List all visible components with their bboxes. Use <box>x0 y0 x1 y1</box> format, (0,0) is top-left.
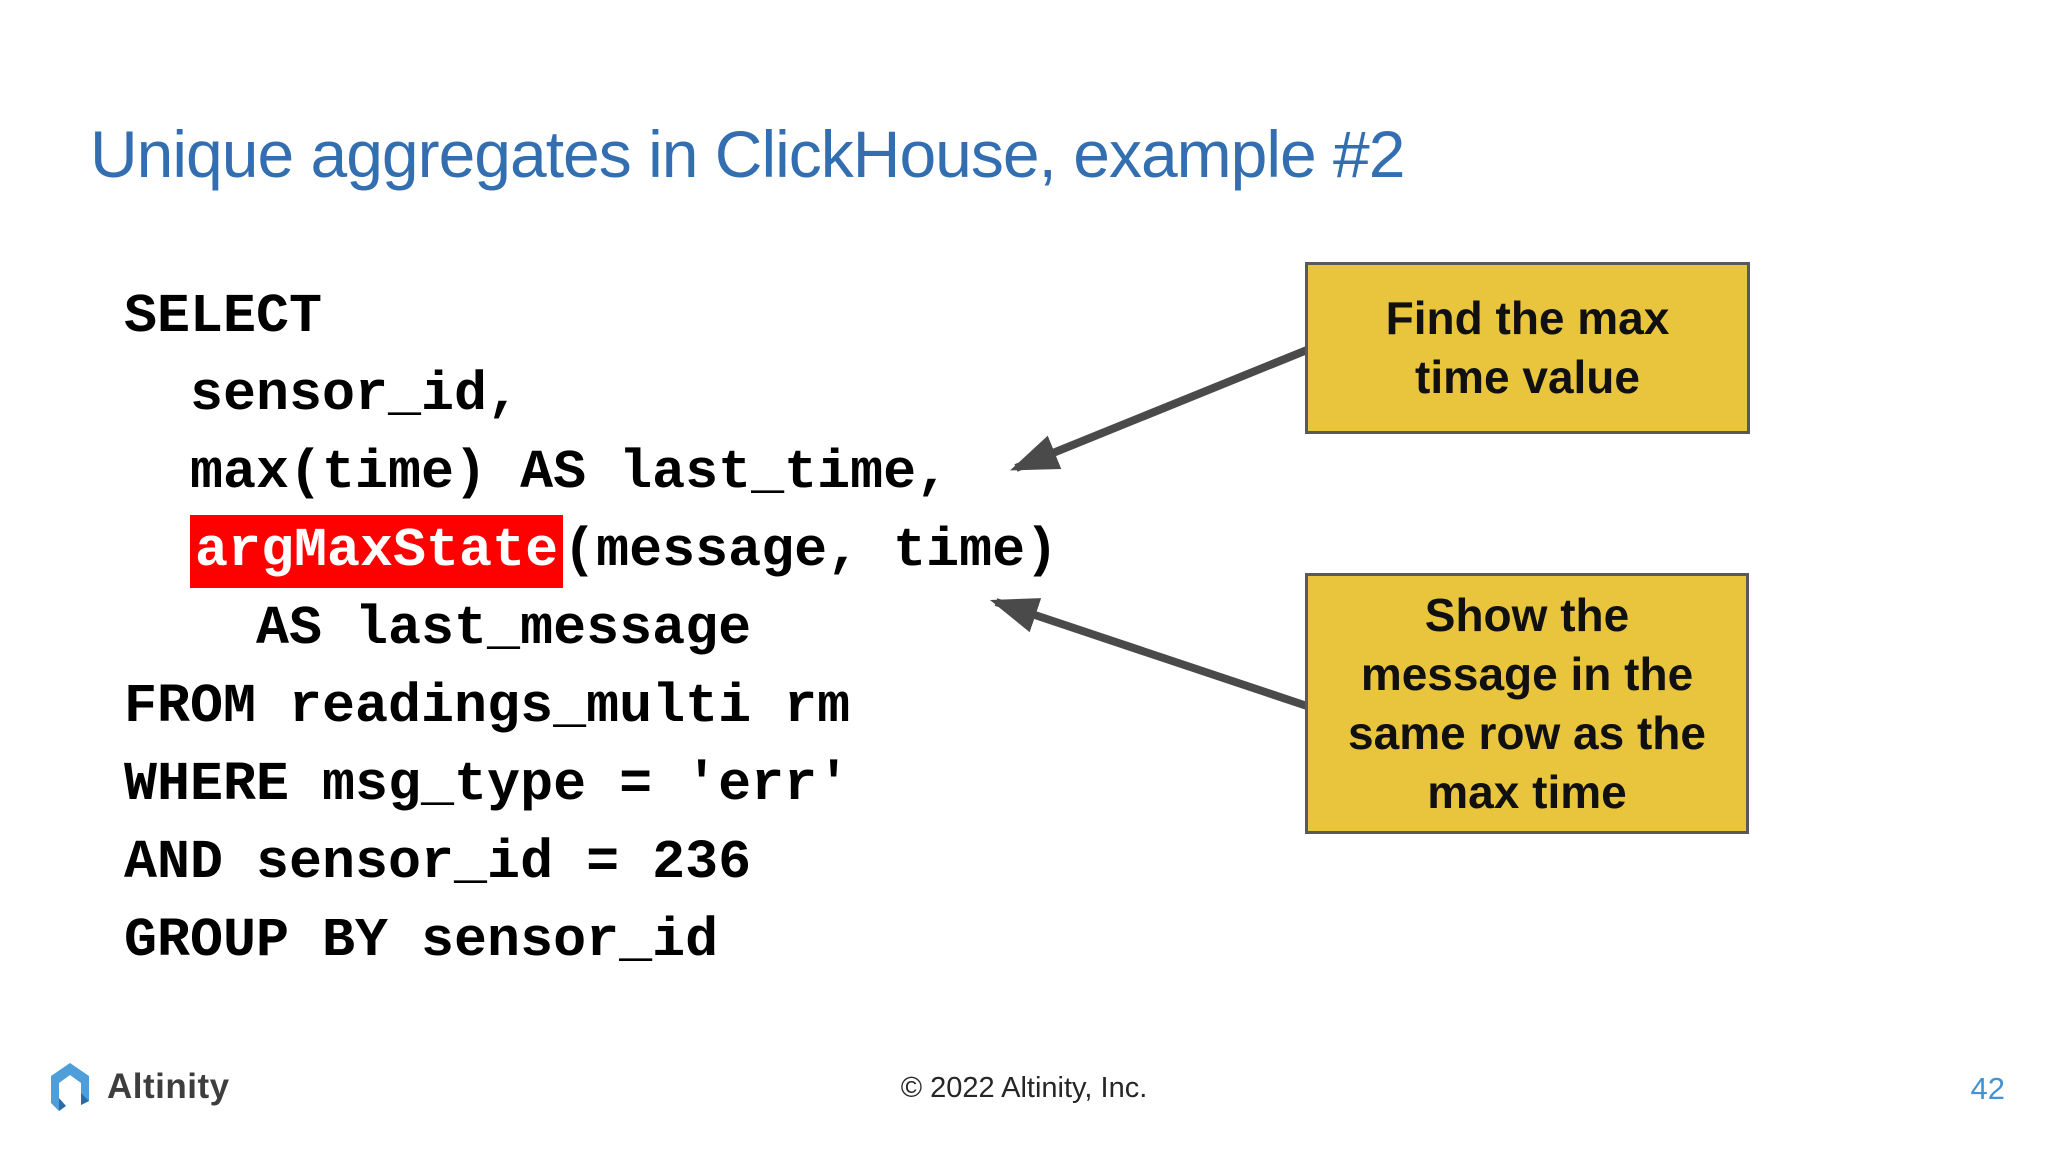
code-line: AND sensor_id = 236 <box>124 824 1058 902</box>
code-text <box>124 519 190 582</box>
callout-text: Show the message in the same row as the … <box>1348 588 1706 818</box>
brand-name: Altinity <box>107 1067 230 1106</box>
code-text: GROUP BY sensor_id <box>124 909 719 972</box>
code-block: SELECT sensor_id, max(time) AS last_time… <box>124 278 1058 980</box>
callout-text: Find the max time value <box>1385 292 1670 403</box>
code-text: AS last_message <box>124 597 752 660</box>
slide-title: Unique aggregates in ClickHouse, example… <box>90 117 1405 191</box>
altinity-logo-icon <box>51 1063 89 1111</box>
code-text: AND sensor_id = 236 <box>124 831 752 894</box>
code-text: WHERE msg_type = 'err' <box>124 753 851 816</box>
code-line: sensor_id, <box>124 356 1058 434</box>
code-text: sensor_id, <box>124 363 521 426</box>
code-text: FROM readings_multi rm <box>124 675 851 738</box>
code-line: argMaxState(message, time) <box>124 512 1058 590</box>
code-line: GROUP BY sensor_id <box>124 902 1058 980</box>
page-number: 42 <box>1970 1071 2005 1106</box>
code-line: SELECT <box>124 278 1058 356</box>
arrow-to-max-time-icon <box>1010 346 1309 472</box>
code-line: FROM readings_multi rm <box>124 668 1058 746</box>
callout-show-message: Show the message in the same row as the … <box>1305 573 1749 834</box>
footer-brand: Altinity <box>48 1062 230 1112</box>
footer-copyright: © 2022 Altinity, Inc. <box>900 1072 1148 1104</box>
code-text: max(time) AS last_time, <box>124 441 950 504</box>
code-line: AS last_message <box>124 590 1058 668</box>
code-text: SELECT <box>124 285 323 348</box>
code-text: (message, time) <box>563 519 1059 582</box>
highlighted-token: argMaxState <box>190 515 564 588</box>
code-line: WHERE msg_type = 'err' <box>124 746 1058 824</box>
callout-find-max-time: Find the max time value <box>1305 262 1750 434</box>
code-line: max(time) AS last_time, <box>124 434 1058 512</box>
